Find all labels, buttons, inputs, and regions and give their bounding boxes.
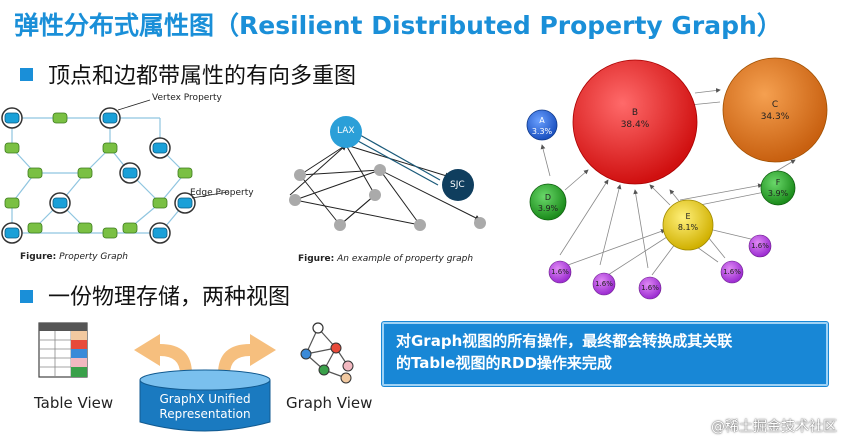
- node-e-pct: 8.1%: [677, 223, 699, 232]
- vertex-property-label: Vertex Property: [152, 93, 222, 103]
- node-d-pct: 3.9%: [537, 204, 559, 213]
- caption-text: Property Graph: [59, 252, 129, 262]
- node-b-id: B: [631, 108, 639, 118]
- unified-representation-diagram: [134, 334, 276, 432]
- node-c-id: C: [771, 100, 779, 110]
- edge-property-label: Edge Property: [190, 188, 254, 198]
- watermark: @稀土掘金技术社区: [711, 419, 837, 435]
- property-graph-diagram: [1, 99, 229, 244]
- sjc-label: SJC: [450, 180, 465, 190]
- table-view-label: Table View: [34, 394, 114, 412]
- node-f-id: F: [775, 178, 781, 187]
- bullet-marker: [20, 290, 33, 303]
- bullet-marker: [20, 68, 33, 81]
- caption-text: An example of property graph: [337, 254, 474, 264]
- arrow-right-icon: [218, 334, 276, 374]
- callout-line-1: 对Graph视图的所有操作，最终都会转换成其关联: [396, 332, 733, 350]
- node-d-id: D: [544, 193, 552, 202]
- property-graph-caption: Figure: Property Graph: [20, 252, 128, 262]
- table-view-icon: [38, 322, 88, 378]
- sjc-node: [442, 169, 474, 201]
- example-graph-caption: Figure: An example of property graph: [298, 254, 473, 264]
- graph-view-label: Graph View: [286, 394, 373, 412]
- arrow-left-icon: [134, 334, 192, 374]
- small-node-pct: 1.6%: [551, 268, 569, 276]
- callout-box: 对Graph视图的所有操作，最终都会转换成其关联 的Table视图的RDD操作来…: [382, 322, 828, 386]
- caption-prefix: Figure:: [298, 254, 335, 264]
- graph-view-icon: [300, 322, 354, 384]
- caption-prefix: Figure:: [20, 252, 57, 262]
- bullet-one-storage-two-views: 一份物理存储，两种视图: [48, 285, 291, 310]
- unified-representation-label: GraphX Unified Representation: [140, 392, 270, 422]
- node-c-pct: 34.3%: [760, 112, 790, 122]
- small-node-pct: 1.6%: [641, 284, 659, 292]
- small-node-pct: 1.6%: [751, 242, 769, 250]
- node-b-pct: 38.4%: [620, 120, 650, 130]
- node-e-id: E: [685, 212, 691, 221]
- node-a-id: A: [539, 116, 545, 125]
- small-node-pct: 1.6%: [723, 268, 741, 276]
- node-f-pct: 3.9%: [767, 189, 789, 198]
- node-a-pct: 3.3%: [531, 127, 553, 136]
- pagerank-graph-diagram: [526, 57, 828, 300]
- slide-title: 弹性分布式属性图（Resilient Distributed Property …: [14, 11, 782, 40]
- bullet-directed-multigraph: 顶点和边都带属性的有向多重图: [48, 64, 357, 89]
- lax-label: LAX: [337, 126, 355, 136]
- callout-line-2: 的Table视图的RDD操作来完成: [396, 354, 612, 372]
- lax-node: [330, 116, 362, 148]
- small-node-pct: 1.6%: [595, 280, 613, 288]
- example-graph-diagram: [289, 116, 486, 231]
- unified-line-1: GraphX Unified: [159, 392, 251, 406]
- unified-line-2: Representation: [159, 407, 251, 421]
